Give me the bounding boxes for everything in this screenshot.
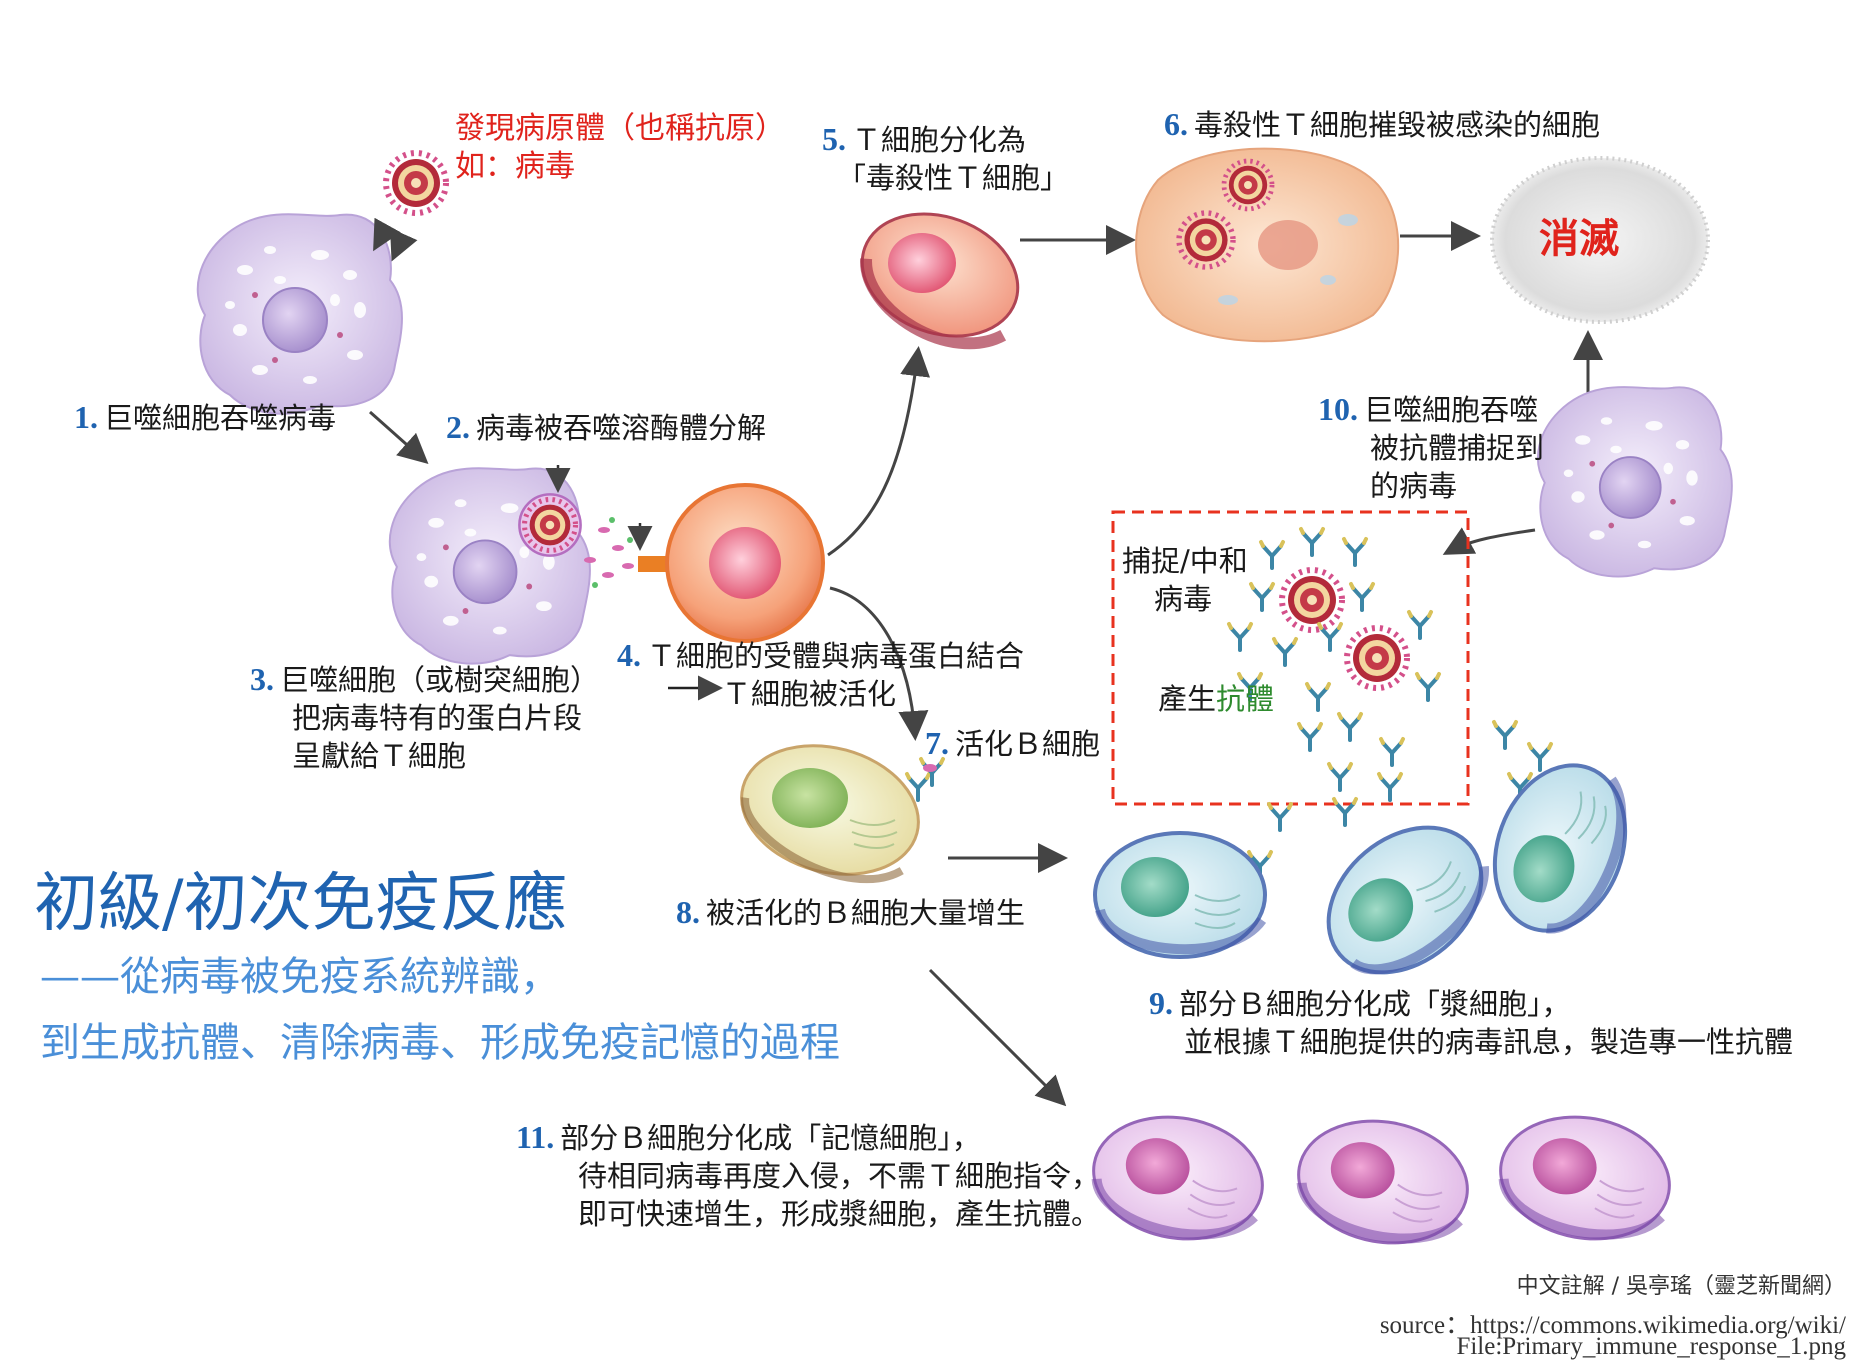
step-text: Ｔ細胞分化為	[852, 123, 1027, 157]
step-text: 並根據Ｔ細胞提供的病毒訊息，製造專一性抗體	[1184, 1025, 1794, 1059]
step-7-label: 7.活化Ｂ細胞	[925, 724, 1100, 763]
cytotoxic-t-cell	[860, 212, 1020, 350]
step-number: 6.	[1164, 106, 1188, 142]
peptide-fragments	[584, 517, 634, 588]
step-4-label: 4.Ｔ細胞的受體與病毒蛋白結合 Ｔ細胞被活化	[617, 636, 1024, 713]
capture-line1: 捕捉/中和	[1122, 544, 1248, 578]
step-text: 呈獻給Ｔ細胞	[292, 739, 467, 773]
step-text: 活化Ｂ細胞	[955, 727, 1101, 761]
step-text: Ｔ細胞被活化	[722, 677, 897, 711]
annotation-credit: 中文註解 / 吳亭瑤（靈芝新聞網）	[1516, 1274, 1846, 1299]
free-virus	[386, 153, 446, 213]
memory-cell	[1491, 1104, 1679, 1252]
step-1-label: 1.巨噬細胞吞噬病毒	[74, 398, 336, 437]
step-text: 部分Ｂ細胞分化成「記憶細胞」，	[560, 1121, 981, 1155]
pathogen-label-line2: 如：病毒	[455, 149, 575, 184]
activated-b-cell	[727, 727, 933, 893]
step-number: 1.	[74, 399, 98, 435]
captured-virus	[1282, 570, 1342, 630]
plasma-cell	[1095, 833, 1265, 957]
capture-label: 捕捉/中和 病毒	[1122, 542, 1248, 618]
b-cell-receptor	[905, 757, 945, 802]
pathogen-label: 發現病原體（也稱抗原） 如：病毒	[455, 110, 785, 186]
step-number: 7.	[925, 725, 949, 761]
main-title: 初級/初次免疫反應	[34, 867, 568, 941]
step-number: 8.	[676, 894, 700, 930]
arrow-to-memory-cells	[928, 968, 1067, 1107]
step-2-label: 2.病毒被吞噬溶酶體分解	[446, 408, 766, 447]
source-line2: File:Primary_immune_response_1.png	[1456, 1333, 1846, 1360]
step-number: 9.	[1149, 985, 1173, 1021]
pathogen-label-line1: 發現病原體（也稱抗原）	[455, 111, 785, 146]
step-text: Ｔ細胞的受體與病毒蛋白結合	[647, 639, 1025, 673]
plasma-cell	[1473, 747, 1648, 949]
engulf-arrow-down	[390, 227, 418, 262]
produce-antibody-label: 產生抗體	[1158, 680, 1274, 718]
step-8-label: 8.被活化的Ｂ細胞大量增生	[676, 893, 1025, 932]
step-9-label: 9.部分Ｂ細胞分化成「漿細胞」， 並根據Ｔ細胞提供的病毒訊息，製造專一性抗體	[1149, 984, 1793, 1061]
macrophage-cell	[196, 213, 403, 415]
step-number: 11.	[516, 1119, 555, 1155]
subtitle-line1: ——從病毒被免疫系統辨識，	[40, 954, 560, 1000]
step-10-label: 10.巨噬細胞吞噬 被抗體捕捉到 的病毒	[1318, 390, 1544, 505]
destroyed-cell	[1490, 156, 1710, 324]
infected-cell	[1135, 147, 1400, 343]
lysosome-virus	[518, 493, 582, 557]
step-number: 5.	[822, 121, 846, 157]
antigen-fragment	[923, 764, 937, 772]
step-number: 3.	[250, 661, 274, 697]
step-number: 4.	[617, 637, 641, 673]
t-cell	[665, 483, 825, 643]
step-text: 病毒被吞噬溶酶體分解	[476, 411, 767, 445]
step-number: 2.	[446, 409, 470, 445]
step-6-label: 6.毒殺性Ｔ細胞摧毀被感染的細胞	[1164, 105, 1600, 144]
step-text: 毒殺性Ｔ細胞摧毀被感染的細胞	[1194, 108, 1601, 142]
arrow-t-to-bcell	[829, 586, 929, 741]
produce-antibody-word: 抗體	[1216, 682, 1275, 716]
step-number: 10.	[1318, 391, 1358, 427]
step-3-label: 3.巨噬細胞（或樹突細胞） 把病毒特有的蛋白片段 呈獻給Ｔ細胞	[250, 660, 599, 775]
captured-virus	[1347, 628, 1407, 688]
destroyed-label: 消滅	[1539, 216, 1619, 262]
memory-cell	[1084, 1104, 1272, 1252]
step-text: 把病毒特有的蛋白片段	[292, 701, 583, 735]
memory-cell	[1289, 1108, 1477, 1256]
step-text: 部分Ｂ細胞分化成「漿細胞」，	[1179, 987, 1571, 1021]
capture-line2: 病毒	[1154, 582, 1213, 616]
step-text: 「毒殺性Ｔ細胞」	[837, 161, 1070, 195]
step-text: 待相同病毒再度入侵，不需Ｔ細胞指令，	[578, 1159, 1101, 1193]
source-line1: source：https://commons.wikimedia.org/wik…	[1379, 1312, 1846, 1339]
step-text: 即可快速增生，形成漿細胞，產生抗體。	[578, 1197, 1101, 1231]
step-11-label: 11.部分Ｂ細胞分化成「記憶細胞」， 待相同病毒再度入侵，不需Ｔ細胞指令， 即可…	[516, 1118, 1100, 1233]
step-text: 的病毒	[1370, 469, 1458, 503]
step-text: 巨噬細胞（或樹突細胞）	[280, 663, 600, 697]
plasma-cell	[1300, 798, 1510, 1002]
tcr-mhc-bridge	[638, 556, 672, 572]
step-text: 被抗體捕捉到	[1370, 431, 1545, 465]
arrow-t-to-cytotoxic	[827, 346, 931, 557]
subtitle-line2: 到生成抗體、清除病毒、形成免疫記憶的過程	[40, 1020, 840, 1066]
produce-prefix: 產生	[1158, 682, 1217, 716]
arrow-to-capture-box	[1442, 527, 1536, 555]
step-text: 巨噬細胞吞噬病毒	[104, 401, 337, 435]
step-text: 巨噬細胞吞噬	[1364, 393, 1539, 427]
step-text: 被活化的Ｂ細胞大量增生	[706, 896, 1026, 930]
arrow-step1-to-step3	[369, 410, 429, 464]
step-5-label: 5.Ｔ細胞分化為 「毒殺性Ｔ細胞」	[822, 120, 1069, 197]
antibody-clearing-macrophage	[1536, 386, 1733, 578]
engulf-arrow-up	[373, 217, 401, 252]
